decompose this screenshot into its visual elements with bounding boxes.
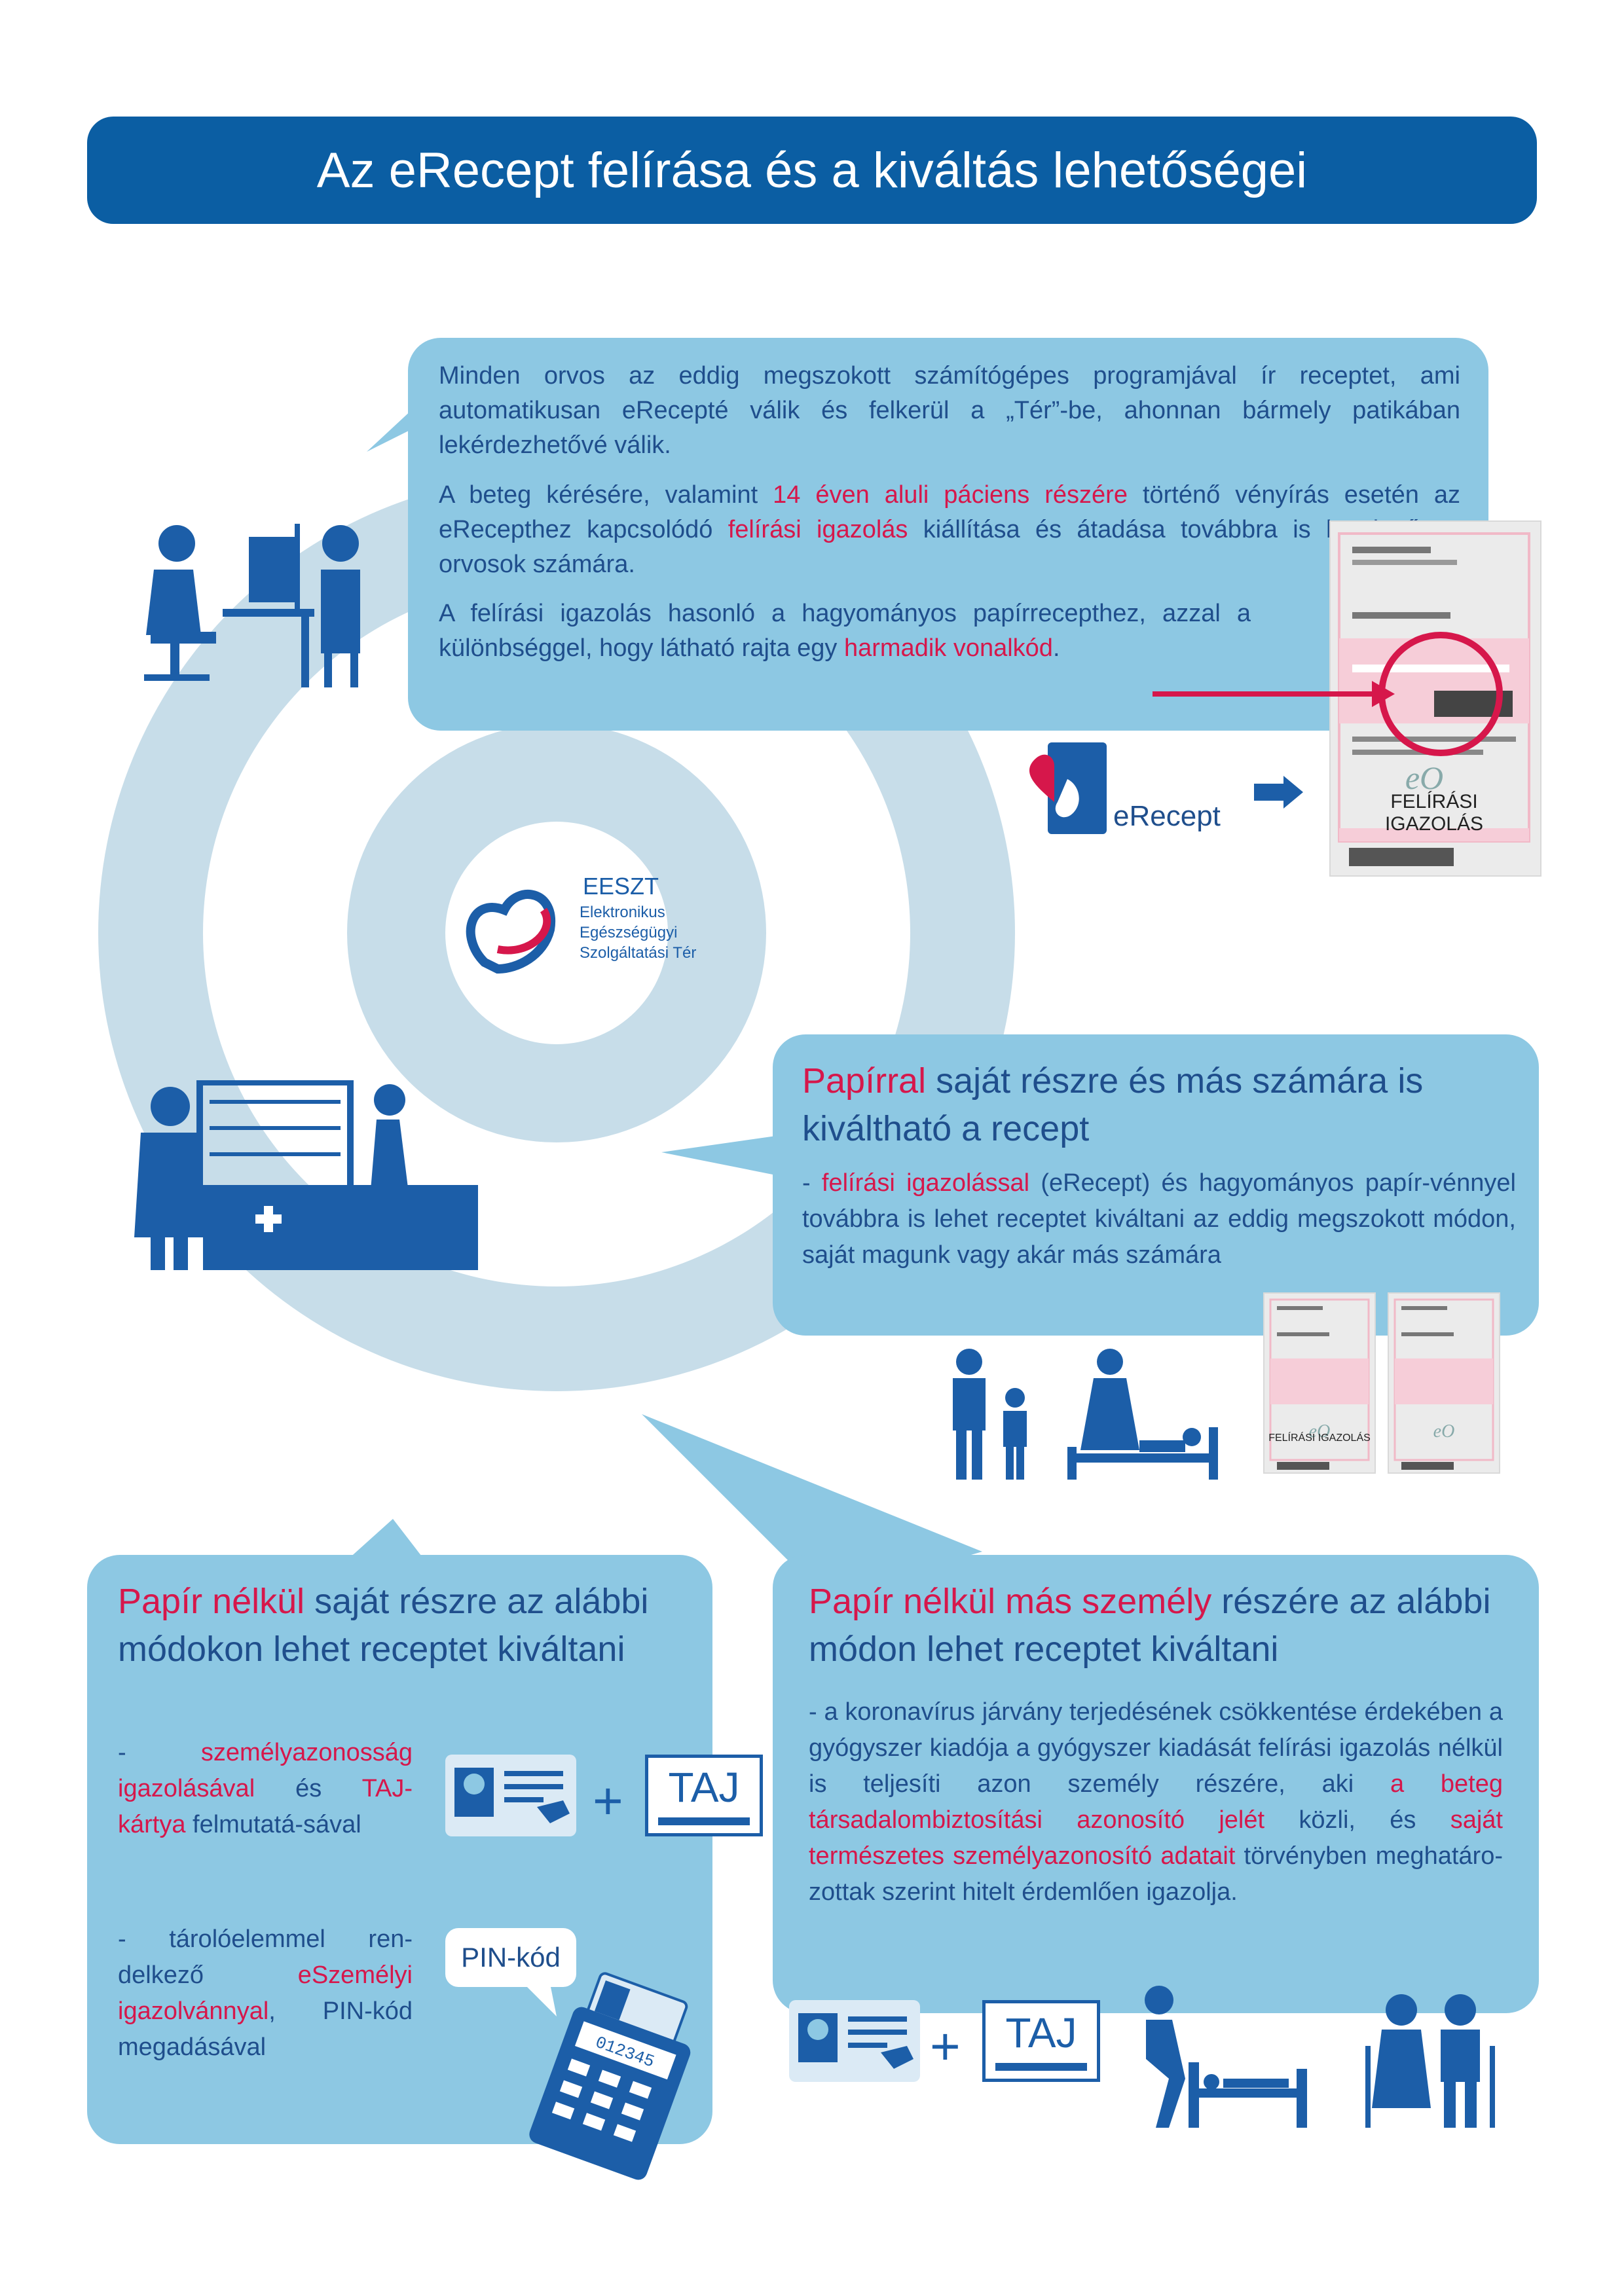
arrow-right-icon (1254, 776, 1303, 809)
family-patient-icon (953, 1349, 1218, 1480)
intro-paragraph-1: Minden orvos az eddig megszokott számító… (439, 362, 1460, 460)
other-id-card-icon (789, 2000, 920, 2082)
taj-underline (995, 2063, 1087, 2071)
form-caption: FELÍRÁSI IGAZOLÁS (1384, 791, 1484, 835)
taj-underline (658, 1817, 750, 1825)
highlight-circle (1153, 632, 1503, 756)
other-bubble (773, 1555, 1539, 2013)
id-card-icon (445, 1755, 576, 1836)
svg-text:eO: eO (1433, 1421, 1455, 1442)
doctor-patient-icon (144, 524, 360, 687)
self-taj-card: TAJ (645, 1755, 763, 1836)
walking-bed-elderly-icon (1145, 1986, 1495, 2128)
other-body: - a koronavírus járvány terjedésének csö… (809, 1698, 1503, 1906)
self-heading: Papír nélkül saját részre az alábbi módo… (118, 1582, 649, 1669)
self-plus: + (593, 1772, 623, 1830)
intro-paragraph-2: A beteg kérésére, valamint 14 éven aluli… (439, 481, 1460, 578)
other-heading: Papír nélkül más személy részére az aláb… (809, 1582, 1491, 1669)
card-terminal-icon: 012345 (529, 1972, 691, 2180)
other-plus: + (930, 2017, 961, 2075)
self-bullet-1: - személyazonosság igazolásával és TAJ-k… (118, 1739, 413, 1839)
intro-paragraph-3: A felírási igazolás hasonló a hagyományo… (439, 600, 1251, 663)
other-taj-card: TAJ (982, 2000, 1100, 2082)
svg-text:eO: eO (1405, 759, 1443, 796)
self-taj-label: TAJ (668, 1764, 740, 1811)
pin-bubble: PIN-kód (445, 1928, 576, 1987)
pharmacy-icon (134, 1080, 478, 1270)
paper-bubble (773, 1034, 1539, 1336)
paper-form-caption: FELÍRÁSI IGAZOLÁS (1268, 1432, 1371, 1444)
pin-bubble-tail (524, 1984, 557, 2016)
svg-text:eO: eO (1309, 1421, 1331, 1442)
eeszt-name: EESZT (583, 873, 659, 900)
paper-forms-image: eO eO (1263, 1292, 1500, 1474)
paper-heading: Papírral saját részre és más számára is … (802, 1061, 1424, 1148)
eeszt-subtitle: Elektronikus Egészségügyi Szolgáltatási … (580, 903, 697, 962)
self-bullet-2: - tárolóelemmel ren-delkező eSzemélyi ig… (118, 1925, 413, 2062)
eeszt-logo-icon (466, 890, 556, 974)
page-title: Az eRecept felírása és a kiváltás lehető… (87, 117, 1537, 224)
erecept-logo-icon (1029, 742, 1107, 834)
other-taj-label: TAJ (1005, 2009, 1077, 2056)
intro-bubble (408, 338, 1488, 731)
paper-body: - felírási igazolással (eRecept) és hagy… (802, 1169, 1516, 1269)
erecept-logo-label: eRecept (1113, 800, 1221, 832)
